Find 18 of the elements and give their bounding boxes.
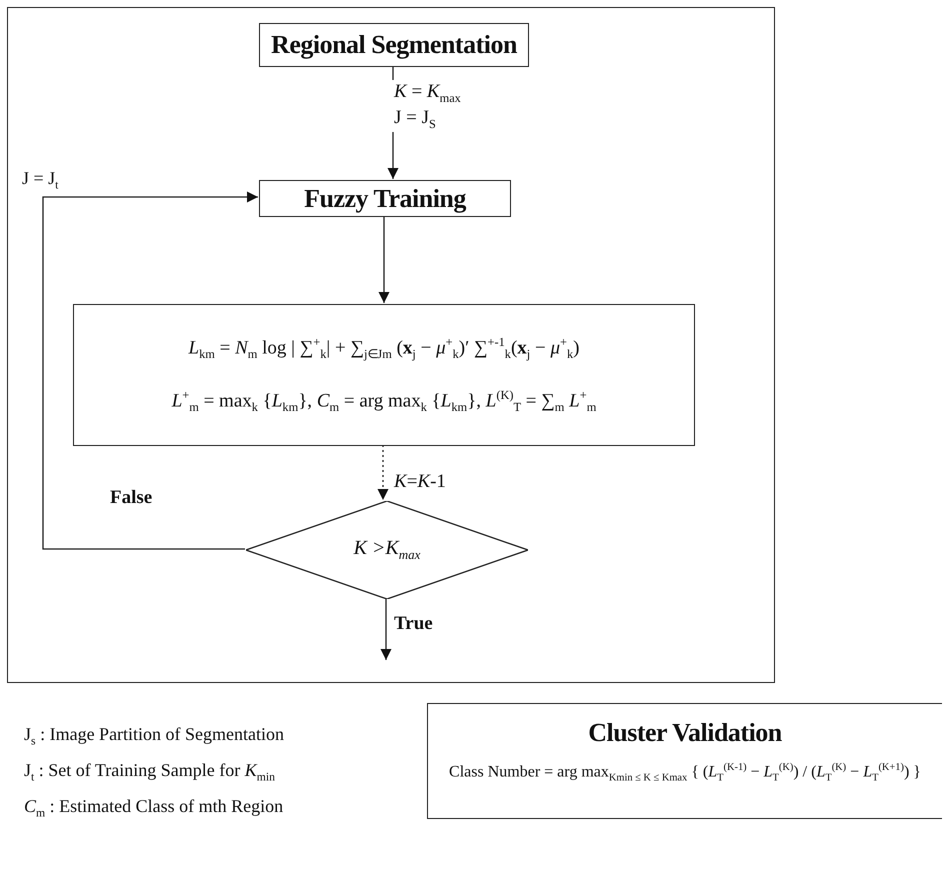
arrow <box>42 192 258 550</box>
process-box: Fuzzy Training <box>259 180 511 217</box>
notation-note: J$_{t}$ : Set of Training Sample for K$_{min}$ <box>24 760 275 784</box>
formula: L$_{km}$ = N$_{m}$ log | ∑$^{+}$$_{k}$| + ∑$_{j∈Jm}$ (x$_{j}$ − μ$^{+}$$_{k}$)′ ∑$^{+-1}$$_{k}$(x$_{j}$ − μ$^{+}$$_{k}$) <box>188 334 580 362</box>
assignment-label: J = J$_{t}$ <box>22 168 58 192</box>
formula-box <box>73 304 695 446</box>
formula: Class Number = arg max$_{Kmin ≤ K ≤ Kmax}$ { (L$_{T}$$^{(K-1)}$ − L$_{T}$$^{(K)}$) / (L$_{T}$$^{(K)}$ − L$_{T}$$^{(K+1)}$) } <box>449 762 921 784</box>
decision-diamond <box>246 501 528 599</box>
notation-note: J$_{s}$ : Image Partition of Segmentation <box>24 724 284 748</box>
condition-text: K >K$_{max}$ <box>354 537 420 563</box>
cluster-validation-panel <box>427 703 942 819</box>
arrow <box>378 216 390 303</box>
arrow <box>378 445 388 500</box>
frame-box <box>7 7 775 683</box>
notation-note: C$_{m}$ : Estimated Class of mth Region <box>24 796 284 820</box>
panel-heading: Cluster Validation <box>588 718 782 748</box>
process-box: Regional Segmentation <box>259 23 529 67</box>
arrow <box>380 598 392 660</box>
